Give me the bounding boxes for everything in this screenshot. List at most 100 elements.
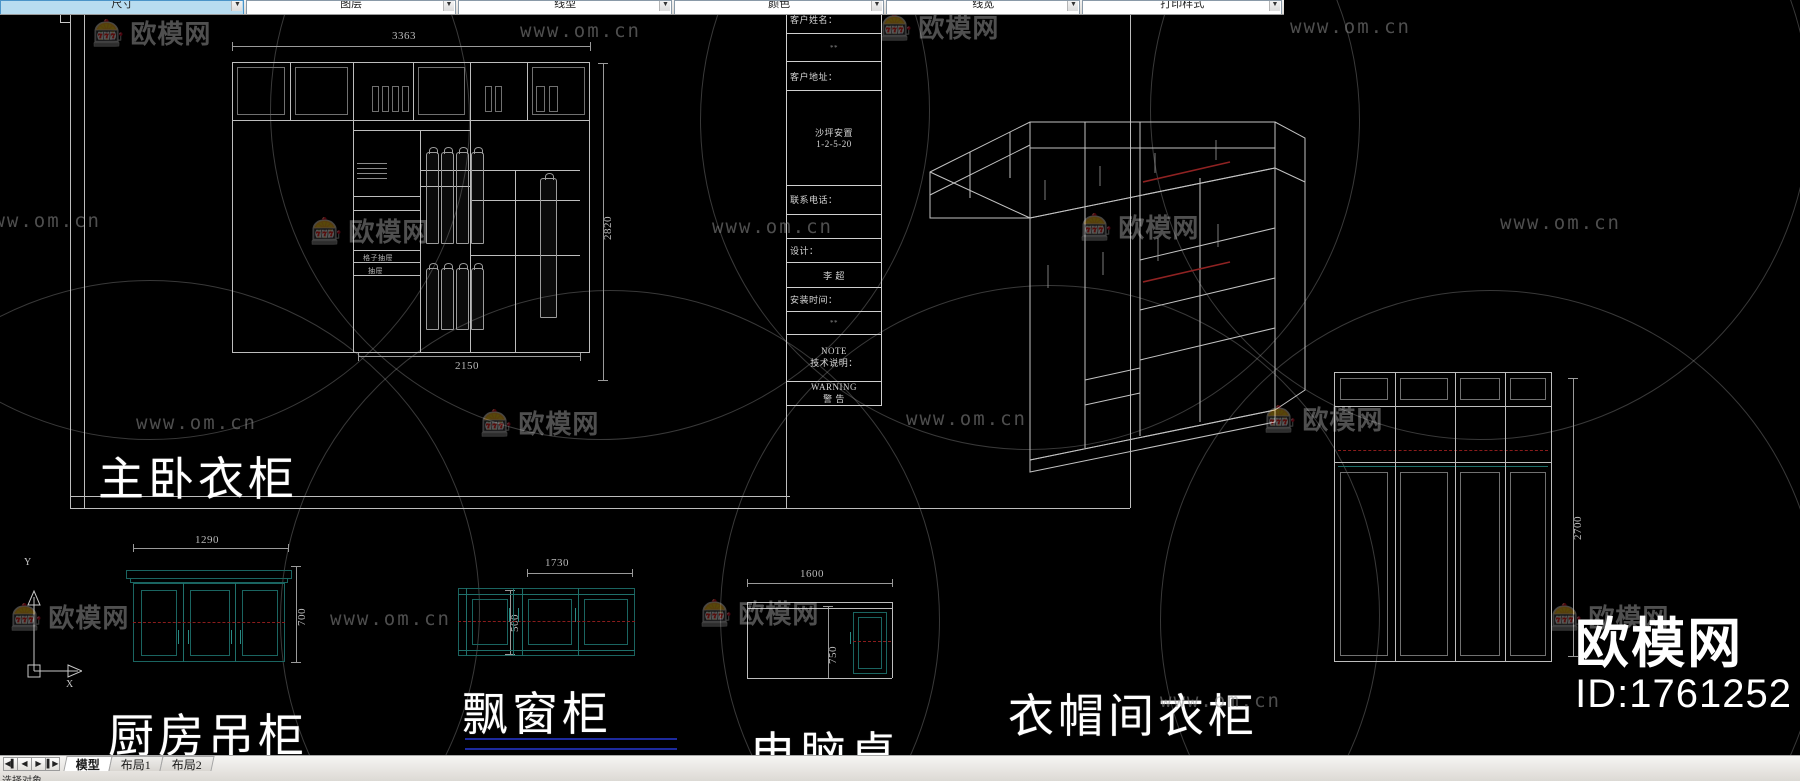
tb-install-value: ** <box>787 312 881 335</box>
nav-prev-button[interactable]: ◀ <box>17 756 32 771</box>
door-panel <box>1400 472 1448 656</box>
desk-cabinet-panel <box>858 617 882 669</box>
watermark-url: www.om.cn <box>0 210 101 232</box>
garment-icon <box>441 263 454 330</box>
panel-divider <box>1455 372 1456 662</box>
dim-line-1600 <box>747 583 892 584</box>
garment-icon <box>456 147 469 244</box>
lineweight-combo[interactable]: 线宽 ▼ <box>885 0 1081 14</box>
desk-left-leg <box>747 602 748 678</box>
tb-phone-label: 联系电话： <box>787 186 881 215</box>
nav-next-button[interactable]: ▶ <box>31 756 46 771</box>
overhead-door-panel <box>237 67 285 115</box>
cabinet-handle <box>509 608 510 622</box>
sheet-border-left <box>70 8 71 508</box>
chevron-down-icon[interactable]: ▼ <box>442 1 454 11</box>
dim-text-700: 700 <box>296 608 308 626</box>
dim-line-2150 <box>358 356 580 357</box>
layer-combo[interactable]: 图层 ▼ <box>246 0 456 14</box>
folded-garment <box>392 86 399 112</box>
door-panel <box>1510 378 1546 400</box>
linetype-combo[interactable]: 线型 ▼ <box>457 0 673 14</box>
section-divider-1 <box>353 62 354 353</box>
chevron-down-icon[interactable]: ▼ <box>231 1 243 11</box>
dim-text-2820: 2820 <box>602 216 614 240</box>
dimension-style-label: 尺寸 <box>111 0 134 10</box>
tb-customer-name-value: ** <box>787 34 881 63</box>
color-combo[interactable]: 颜色 ▼ <box>674 0 884 14</box>
tab-model[interactable]: 模型 <box>63 756 113 772</box>
resource-id: ID:1761252 <box>1575 672 1792 716</box>
shelf-line <box>470 200 580 201</box>
dim-line-1730 <box>527 573 632 574</box>
layout-nav-buttons: ◀▌ ◀ ▶ ▌▶ <box>0 756 60 771</box>
centerline-red <box>458 621 635 622</box>
cabinet-handle <box>231 630 232 644</box>
dim-tick <box>598 380 608 381</box>
chevron-down-icon[interactable]: ▼ <box>1067 1 1079 11</box>
desk-top-edge <box>747 608 892 609</box>
overhead-door-panel <box>295 67 348 115</box>
door-panel <box>1460 378 1500 400</box>
tab-layout2[interactable]: 布局2 <box>159 756 215 772</box>
tb-note: NOTE 技术说明： <box>787 335 881 382</box>
nav-last-button[interactable]: ▌▶ <box>45 756 60 771</box>
drawing-walkin-closet-isometric[interactable] <box>900 60 1320 480</box>
sheet-border-inner-left <box>84 8 85 508</box>
watermark-url: www.om.cn <box>330 608 451 630</box>
dim-tick <box>291 566 301 567</box>
door-glass-panel <box>141 590 177 656</box>
shelf-line <box>1334 406 1552 407</box>
dim-tick <box>823 606 833 607</box>
sofa-icon: 🎰 <box>480 407 513 438</box>
dim-line-500 <box>510 590 511 654</box>
bay-cabinet-body <box>458 588 635 656</box>
dim-line-700 <box>296 566 297 662</box>
tab-layout1[interactable]: 布局1 <box>108 756 164 772</box>
shelf-line <box>353 250 420 251</box>
shelf-line <box>420 170 470 171</box>
watermark-brand: 🎰 欧模网 <box>480 404 599 441</box>
chevron-down-icon[interactable]: ▼ <box>1269 1 1280 11</box>
dim-tick <box>598 63 608 64</box>
sheet-border-bottom <box>70 508 1130 509</box>
command-line-text: 选择对象 <box>2 772 42 781</box>
dim-tick <box>747 579 748 587</box>
door-panel <box>1340 472 1388 656</box>
side-stile <box>466 588 467 656</box>
dim-tick <box>527 569 528 577</box>
tab-model-label: 模型 <box>75 757 100 772</box>
chevron-down-icon[interactable]: ▼ <box>659 1 671 11</box>
dimension-style-combo[interactable]: 尺寸 ▼ <box>0 0 245 14</box>
cabinet-handle <box>188 630 189 644</box>
dim-tick <box>1568 378 1578 379</box>
sofa-icon: 🎰 <box>1550 601 1583 632</box>
axis-label-y: Y <box>24 557 32 568</box>
dim-text-3363: 3363 <box>392 30 416 42</box>
watermark-brand-text: 欧模网 <box>518 410 600 439</box>
label-kitchen-wall-cabinet: 厨房吊柜 <box>108 711 308 762</box>
plotstyle-label: 打印样式 <box>1160 0 1205 10</box>
panel-divider <box>1395 372 1396 662</box>
shelf-line <box>1334 462 1552 463</box>
axis-label-x: X <box>66 679 74 690</box>
hatch-line <box>357 178 387 179</box>
top-rail <box>458 594 635 595</box>
panel-divider <box>1505 372 1506 662</box>
layout-status-bar: ◀▌ ◀ ▶ ▌▶ 模型 布局1 布局2 选择对象 <box>0 755 1800 781</box>
nav-first-button[interactable]: ◀▌ <box>3 756 18 771</box>
plotstyle-combo[interactable]: 打印样式 ▼ <box>1082 0 1282 14</box>
title-block: 客户姓名： ** 客户地址： 沙坪安置 1-2-5-20 联系电话： 设计： 李… <box>786 6 882 406</box>
dim-text-1600: 1600 <box>800 568 824 580</box>
dim-tick <box>288 544 289 552</box>
dim-tick <box>580 352 581 361</box>
chevron-down-icon[interactable]: ▼ <box>870 1 882 11</box>
garment-icon <box>540 173 557 318</box>
hanging-garments-upper <box>426 147 484 244</box>
hanging-garments-lower <box>426 263 484 330</box>
garment-icon <box>426 147 439 244</box>
label-walkin-closet-wardrobe: 衣帽间衣柜 <box>1008 691 1258 742</box>
dim-tick <box>590 42 591 51</box>
lineweight-label: 线宽 <box>972 0 995 10</box>
